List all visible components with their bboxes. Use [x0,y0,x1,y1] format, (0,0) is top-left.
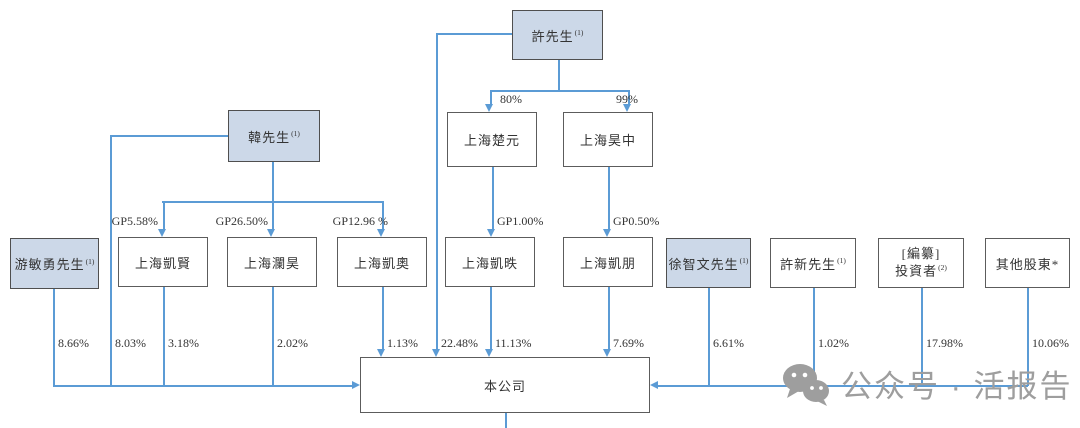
node-label: 其他股東* [995,256,1060,272]
node-label: 本公司 [483,378,526,394]
node-redacted-investors: [編纂] 投資者(2) [878,238,964,288]
ownership-label: 2.02% [277,336,308,350]
connector-line [490,90,492,106]
node-shanghai-chuyuan: 上海楚元 [447,112,537,167]
node-label: 上海昊中 [579,133,636,148]
node-label: 上海凱昳 [461,255,518,271]
node-label: 游敏勇先生(1) [14,256,95,272]
connector-line [490,287,492,350]
connector-line [1027,288,1029,386]
arrowhead-down-icon [158,229,166,237]
node-other-shareholders: 其他股東* [985,238,1070,288]
connector-line [436,33,513,35]
ownership-label: 1.13% [387,336,418,350]
connector-line [608,287,610,350]
connector-line [382,287,384,350]
node-mr-youminyong: 游敏勇先生(1) [10,238,99,289]
node-label-line2: 投資者(2) [895,262,947,279]
arrowhead-down-icon [485,349,493,357]
arrowhead-down-icon [377,229,385,237]
node-shanghai-haozhong: 上海昊中 [563,112,653,167]
gp-label: GP12.96 % [332,214,388,228]
ownership-label: 7.69% [613,336,644,350]
node-label: 上海凱賢 [134,255,191,271]
arrowhead-down-icon [485,104,493,112]
arrowhead-down-icon [377,349,385,357]
node-shanghai-kaiao: 上海凱奧 [337,237,427,287]
connector-line [813,288,815,386]
gp-label: GP5.58% [111,214,158,228]
connector-line [708,288,710,386]
node-the-company: 本公司 [360,357,650,413]
arrowhead-left-icon [650,381,658,389]
connector-line [382,201,384,230]
arrowhead-down-icon [603,229,611,237]
node-label: 徐智文先生(1) [668,256,749,272]
connector-line [163,287,165,386]
node-label-line1: [編纂] [901,245,941,261]
node-shanghai-lanhao: 上海瀾昊 [227,237,317,287]
connector-line [658,385,1028,387]
arrowhead-down-icon [603,349,611,357]
node-label: 許先生(1) [531,28,584,44]
connector-line [492,167,494,230]
connector-line [505,413,507,428]
connector-line [490,90,629,92]
ownership-label: 1.02% [818,336,849,350]
connector-line [272,162,274,202]
node-shanghai-kaipeng: 上海凱朋 [563,237,653,287]
node-label: 上海楚元 [463,133,520,148]
node-mr-xuzhiwen: 徐智文先生(1) [666,238,751,288]
arrowhead-down-icon [267,229,275,237]
gp-label: GP26.50% [215,214,268,228]
connector-line [163,201,165,230]
connector-line [272,287,274,386]
node-mr-xuxin: 許新先生(1) [770,238,856,288]
ownership-label: 80% [500,92,522,106]
ownership-label: 22.48% [441,336,478,350]
arrowhead-right-icon [352,381,360,389]
node-shanghai-kaiyi: 上海凱昳 [445,237,535,287]
connector-line [436,33,438,350]
node-label: 上海凱奧 [353,255,410,271]
connector-line [558,60,560,91]
connector-line [921,288,923,386]
arrowhead-down-icon [487,229,495,237]
watermark: 公众号 · 活报告 [781,361,1073,406]
connector-line [628,90,630,106]
arrowhead-down-icon [623,104,631,112]
node-mr-xu: 許先生(1) [512,10,603,60]
connector-line [608,167,610,230]
node-label: 韓先生(1) [248,129,300,145]
ownership-label: 11.13% [495,336,532,350]
ownership-label: 3.18% [168,336,199,350]
ownership-label: 8.66% [58,336,89,350]
ownership-label: 8.03% [115,336,146,350]
node-label: 上海凱朋 [579,255,636,271]
connector-line [110,135,112,386]
connector-line [272,201,274,230]
ownership-label: 99% [616,92,638,106]
node-shanghai-kaixian: 上海凱賢 [118,237,208,287]
connector-line [53,289,55,386]
node-mr-han: 韓先生(1) [228,110,320,162]
connector-line [53,385,353,387]
gp-label: GP0.50% [613,214,660,228]
gp-label: GP1.00% [497,214,544,228]
ownership-label: 6.61% [713,336,744,350]
node-label: 上海瀾昊 [243,255,300,271]
ownership-label: 10.06% [1032,336,1069,350]
ownership-label: 17.98% [926,336,963,350]
wechat-icon [783,363,829,406]
arrowhead-down-icon [432,349,440,357]
node-label: 許新先生(1) [780,256,846,272]
connector-line [110,135,228,137]
watermark-text: 公众号 · 活报告 [841,369,1073,404]
